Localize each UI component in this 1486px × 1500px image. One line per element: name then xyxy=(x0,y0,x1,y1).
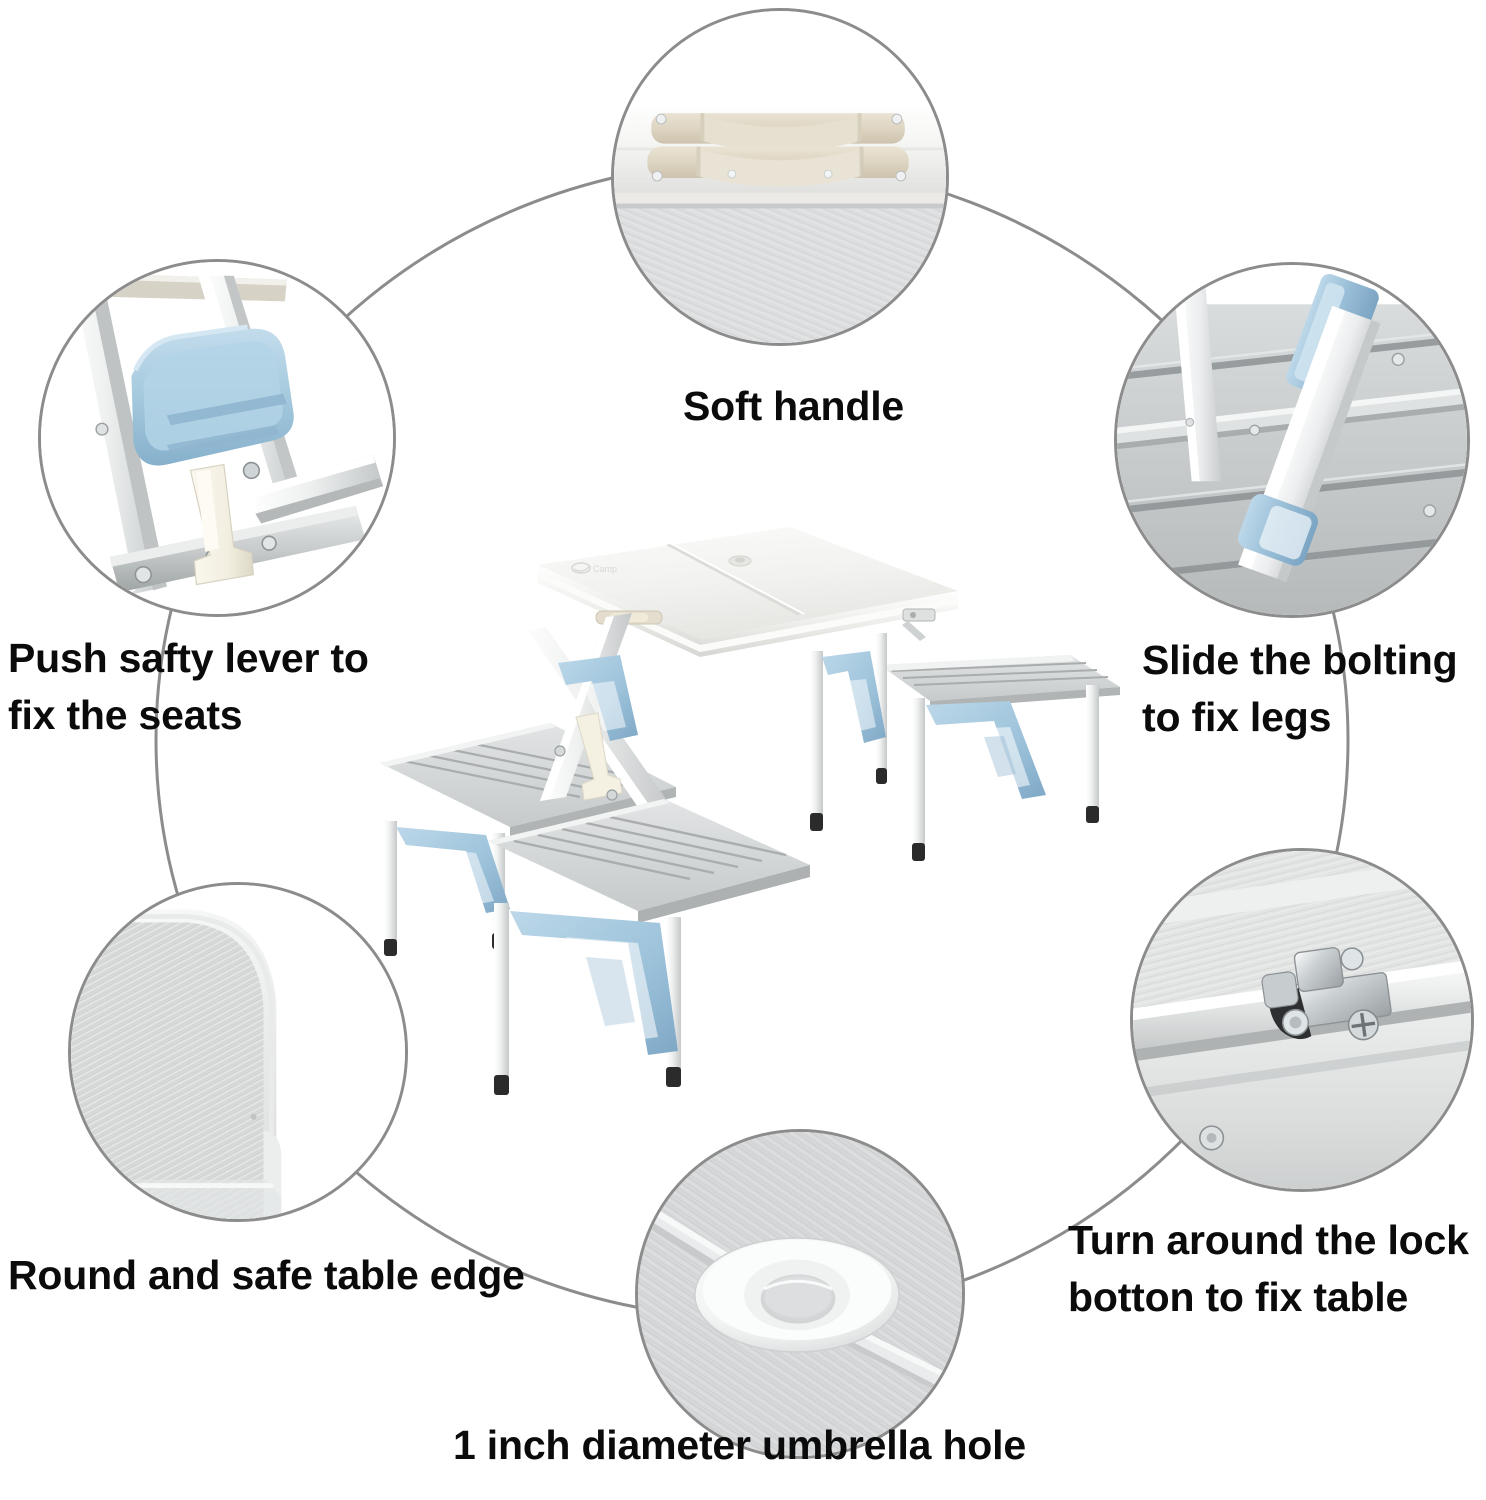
center-linkage xyxy=(518,613,670,813)
table-top: Camp xyxy=(538,527,958,657)
inset-umbrella-hole xyxy=(635,1129,965,1459)
inset-slide-bolting xyxy=(1114,262,1470,618)
inset-soft-handle xyxy=(611,8,949,346)
callout-label-round-table-edge: Round and safe table edge xyxy=(8,1252,525,1298)
callout-label-turn-lock-botton: Turn around the lock botton to fix table xyxy=(1068,1217,1469,1320)
inset-round-table-edge xyxy=(68,882,408,1222)
bench-left-front xyxy=(488,799,810,1095)
callout-label-umbrella-hole: 1 inch diameter umbrella hole xyxy=(453,1422,1026,1468)
inset-turn-lock-botton xyxy=(1130,848,1474,1192)
callout-label-push-safty-lever: Push safty lever to fix the seats xyxy=(8,635,369,738)
callout-label-slide-bolting: Slide the bolting to fix legs xyxy=(1142,637,1458,740)
svg-text:Camp: Camp xyxy=(593,564,617,574)
inset-push-safty-lever xyxy=(38,259,396,617)
table-legs-right xyxy=(810,633,887,831)
bench-right xyxy=(880,655,1120,861)
callout-label-soft-handle: Soft handle xyxy=(683,383,905,429)
product-hero-image: Camp xyxy=(370,505,1120,1105)
